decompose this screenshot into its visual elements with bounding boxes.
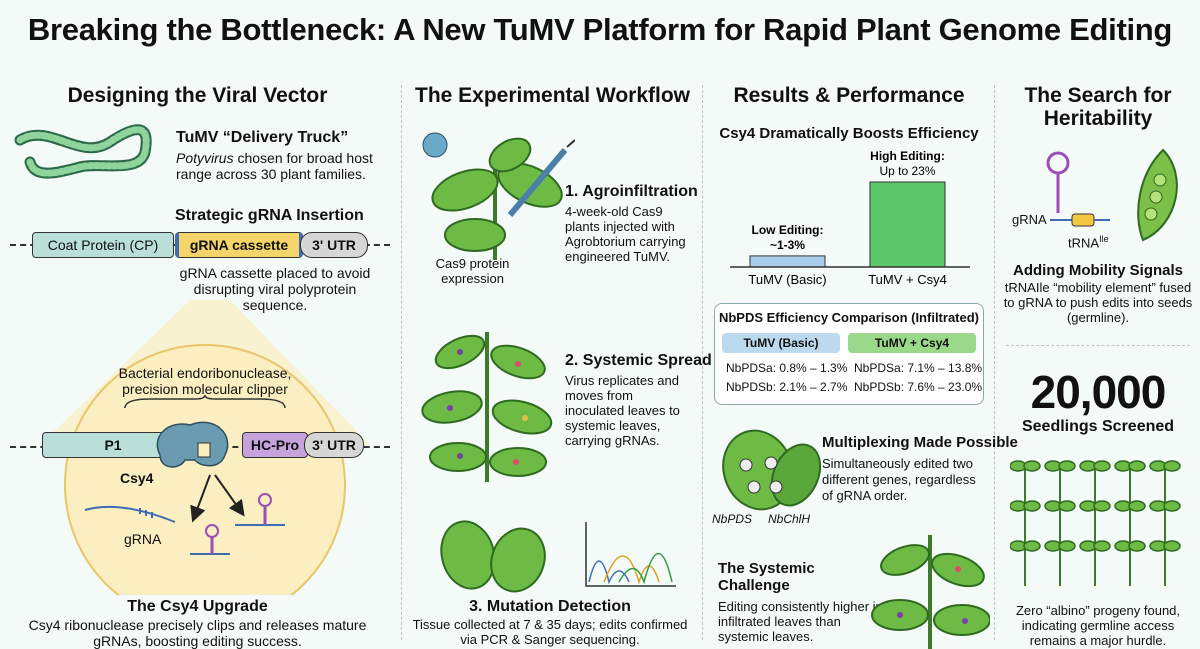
truck-title: TuMV “Delivery Truck” [176, 129, 349, 146]
final-description: Zero “albino” progeny found, indicating … [1015, 603, 1181, 648]
systemic-plant-icon [421, 332, 553, 482]
table-cell: NbPDSb: 7.6% – 23.0% [854, 380, 983, 394]
systemic-description: Editing consistently higher in infiltrat… [718, 599, 883, 644]
bar-1 [869, 181, 946, 268]
coat-protein-segment: Coat Protein (CP) [32, 232, 174, 258]
grna-label-2: gRNA [1012, 212, 1047, 227]
upgrade-title: The Csy4 Upgrade [127, 598, 268, 615]
chart-title: Csy4 Dramatically Boosts Efficiency [719, 125, 979, 142]
efficiency-bar-chart: TuMV (Basic) Low Editing:~1-3% TuMV + Csy4… [730, 149, 970, 287]
tissue-leaves-icon [440, 520, 546, 593]
gene-label-chlh: NbChlH [768, 512, 811, 526]
table-title: NbPDS Efficiency Comparison (Infiltrated… [718, 310, 980, 325]
cas9-plant-icon [422, 132, 575, 260]
step1-title: 1. Agroinfiltration [565, 183, 698, 200]
mobility-title: Adding Mobility Signals [1013, 262, 1183, 279]
grna-hairpin-icon [190, 524, 230, 555]
brace-icon [124, 395, 286, 409]
step3-description: Tissue collected at 7 & 35 days; edits c… [412, 617, 688, 647]
step3-title: 3. Mutation Detection [469, 598, 631, 615]
potyvirus-term: Potyvirus [176, 150, 234, 166]
table-header-csy4: TuMV + Csy4 [848, 333, 976, 353]
column-divider [702, 85, 703, 640]
csy4-protein-icon [156, 421, 229, 468]
bar-annotation: Low Editing: [752, 223, 824, 237]
grna-label: gRNA [124, 531, 162, 547]
truck-description: Potyvirus chosen for broad host range ac… [176, 150, 376, 182]
bar-0 [749, 255, 826, 268]
bar-annotation: High Editing: [870, 149, 945, 163]
virus-icon [14, 124, 152, 179]
trna-superscript: Ile [1099, 234, 1109, 244]
trna-label: tRNAIle [1068, 234, 1109, 250]
step2-title: 2. Systemic Spread [565, 352, 712, 369]
multiplex-title: Multiplexing Made Possible [822, 434, 1018, 451]
column-divider [994, 85, 995, 640]
bar-annotation-value: Up to 23% [879, 164, 935, 178]
systemic-plant-icon-2 [871, 535, 990, 649]
table-cell: NbPDSa: 0.8% – 1.3% [726, 361, 848, 375]
bar-annotation-value: ~1-3% [770, 238, 805, 252]
category-label: TuMV (Basic) [748, 272, 826, 287]
pea-pod-icon [1137, 148, 1178, 242]
cas9-caption: Cas9 protein expression [435, 256, 510, 286]
column-heading-heritability: The Search for Heritability [1024, 84, 1172, 130]
column-heading-results: Results & Performance [733, 84, 965, 107]
sanger-chromatogram-icon [585, 522, 676, 587]
seedlings-icon [1010, 460, 1181, 586]
seedlings-count: 20,000 [1030, 366, 1167, 418]
strategic-description: gRNA cassette placed to avoid disrupting… [179, 265, 371, 313]
truck-description-text: chosen for broad host range across 30 pl… [176, 150, 373, 182]
gene-label-pds: NbPDS [712, 512, 753, 526]
column-heading-vector: Designing the Viral Vector [67, 84, 328, 107]
utr-segment-2: 3' UTR [304, 432, 364, 458]
magnifier-illustration [40, 300, 370, 595]
multiplex-description: Simultaneously edited two different gene… [822, 456, 976, 503]
utr-segment: 3' UTR [300, 232, 368, 258]
column-heading-workflow: The Experimental Workflow [415, 84, 690, 107]
seedlings-label: Seedlings Screened [1021, 418, 1175, 435]
table-cell: NbPDSb: 2.1% – 2.7% [726, 380, 848, 394]
grna-release-icon [84, 474, 285, 526]
grna-cassette-segment: gRNA cassette [175, 232, 303, 258]
section-divider [1006, 345, 1190, 346]
table-header-basic: TuMV (Basic) [722, 333, 840, 353]
page-title: Breaking the Bottleneck: A New TuMV Plat… [27, 12, 1173, 47]
grna-trna-fusion-icon [1046, 151, 1110, 227]
table-cell: NbPDSa: 7.1% – 13.8% [854, 361, 983, 375]
step2-description: Virus replicates and moves from inoculat… [565, 373, 680, 448]
clipper-description: Bacterial endoribonuclease, precision mo… [118, 365, 292, 397]
category-label: TuMV + Csy4 [868, 272, 947, 287]
systemic-title: The Systemic Challenge [718, 560, 815, 594]
csy4-label: Csy4 [120, 470, 154, 486]
efficiency-table [714, 303, 984, 405]
trna-label-text: tRNA [1068, 235, 1100, 251]
column-divider [401, 85, 402, 640]
upgrade-description: Csy4 ribonuclease precisely clips and re… [28, 617, 367, 649]
mobility-description: tRNAIle “mobility element” fused to gRNA… [1003, 280, 1193, 325]
step1-description: 4-week-old Cas9 plants injected with Agr… [565, 204, 686, 264]
hcpro-segment: HC-Pro [242, 432, 308, 458]
multiplex-leaf-icon [722, 429, 821, 511]
strategic-title: Strategic gRNA Insertion [175, 207, 364, 224]
